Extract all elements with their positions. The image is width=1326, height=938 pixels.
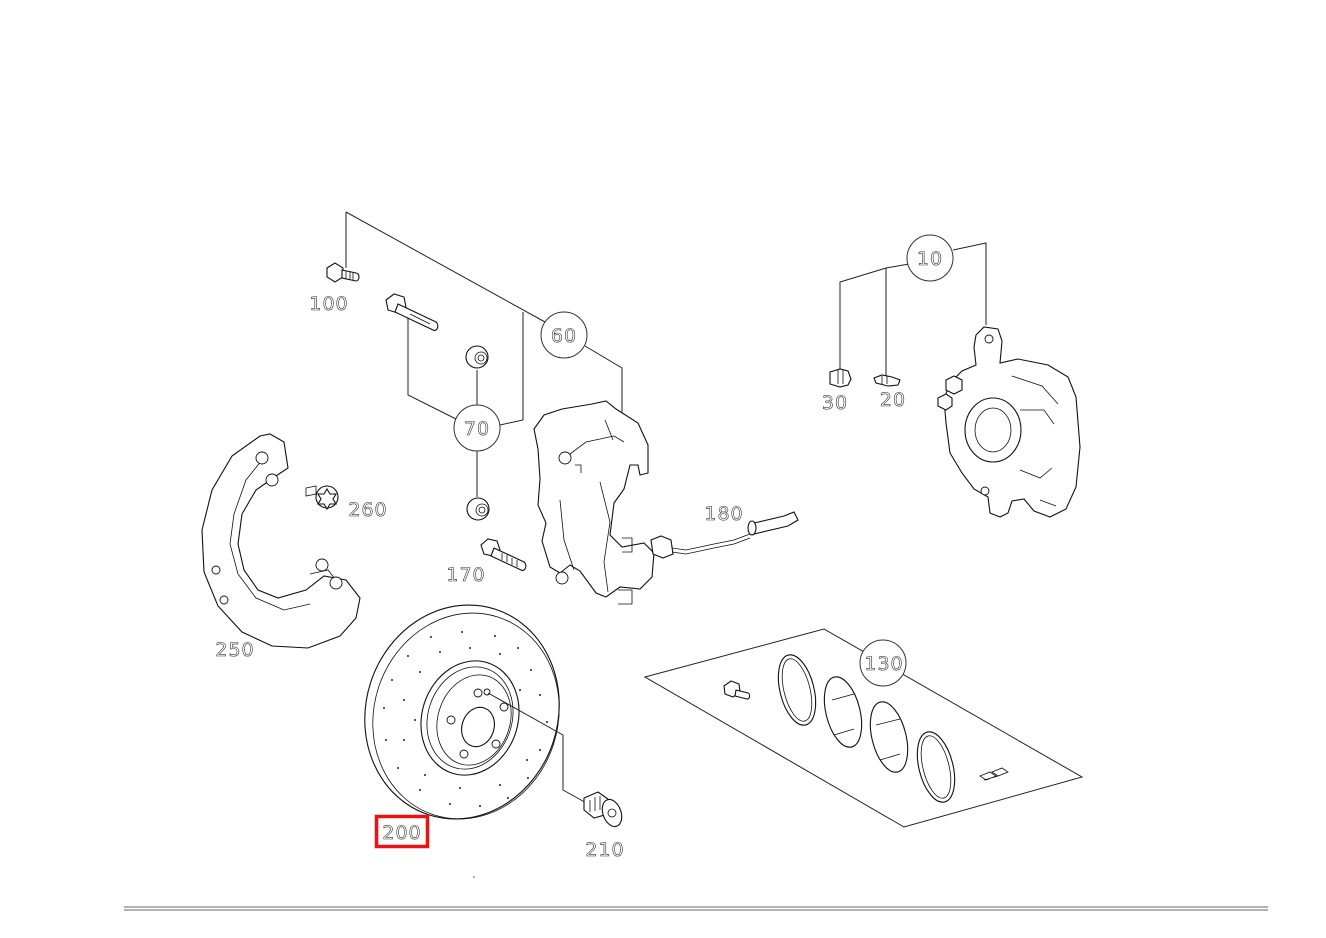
callout-130[interactable]: 130 [859, 639, 907, 687]
disc-cross-drill-holes [383, 631, 548, 807]
label-250[interactable]: 250 [215, 639, 254, 662]
part-70-bushing-lower[interactable] [466, 497, 490, 521]
label-180[interactable]: 180 [704, 503, 743, 526]
leader-lines-60 [345, 211, 623, 497]
part-130-pad-set[interactable] [643, 628, 1084, 828]
part-250-dust-shield[interactable] [201, 433, 361, 649]
part-30-cap[interactable] [829, 368, 852, 388]
part-210-screw[interactable] [583, 791, 625, 829]
leader-line-210 [487, 692, 591, 806]
svg-text:60: 60 [551, 325, 577, 347]
svg-text:70: 70 [464, 418, 490, 440]
callout-70[interactable]: 70 [453, 404, 501, 452]
part-70-guide-pin[interactable] [385, 293, 439, 332]
label-260[interactable]: 260 [348, 499, 387, 522]
stray-dot [473, 876, 475, 878]
callout-10[interactable]: 10 [906, 234, 954, 282]
part-60-caliper-bracket[interactable] [533, 400, 655, 605]
footer-divider [124, 906, 1268, 911]
label-170[interactable]: 170 [446, 564, 485, 587]
svg-text:10: 10 [917, 248, 943, 270]
label-210[interactable]: 210 [585, 839, 624, 862]
part-100-bolt[interactable] [326, 262, 360, 283]
label-30[interactable]: 30 [822, 392, 848, 415]
part-200-brake-disc[interactable] [337, 580, 586, 845]
label-200[interactable]: 200 [382, 822, 421, 845]
selected-part-highlight [374, 814, 430, 849]
part-260-screw[interactable] [305, 485, 339, 511]
part-10-caliper[interactable] [937, 326, 1081, 518]
part-180-wear-sensor[interactable] [650, 511, 799, 559]
label-20[interactable]: 20 [880, 389, 906, 412]
part-170-bolt[interactable] [480, 538, 527, 572]
svg-text:130: 130 [864, 653, 903, 675]
leader-lines-10 [839, 242, 987, 378]
part-20-bleed-screw[interactable] [873, 374, 901, 387]
callout-60[interactable]: 60 [540, 311, 588, 359]
label-100[interactable]: 100 [309, 293, 348, 316]
part-70-bushing-upper[interactable] [465, 345, 489, 369]
